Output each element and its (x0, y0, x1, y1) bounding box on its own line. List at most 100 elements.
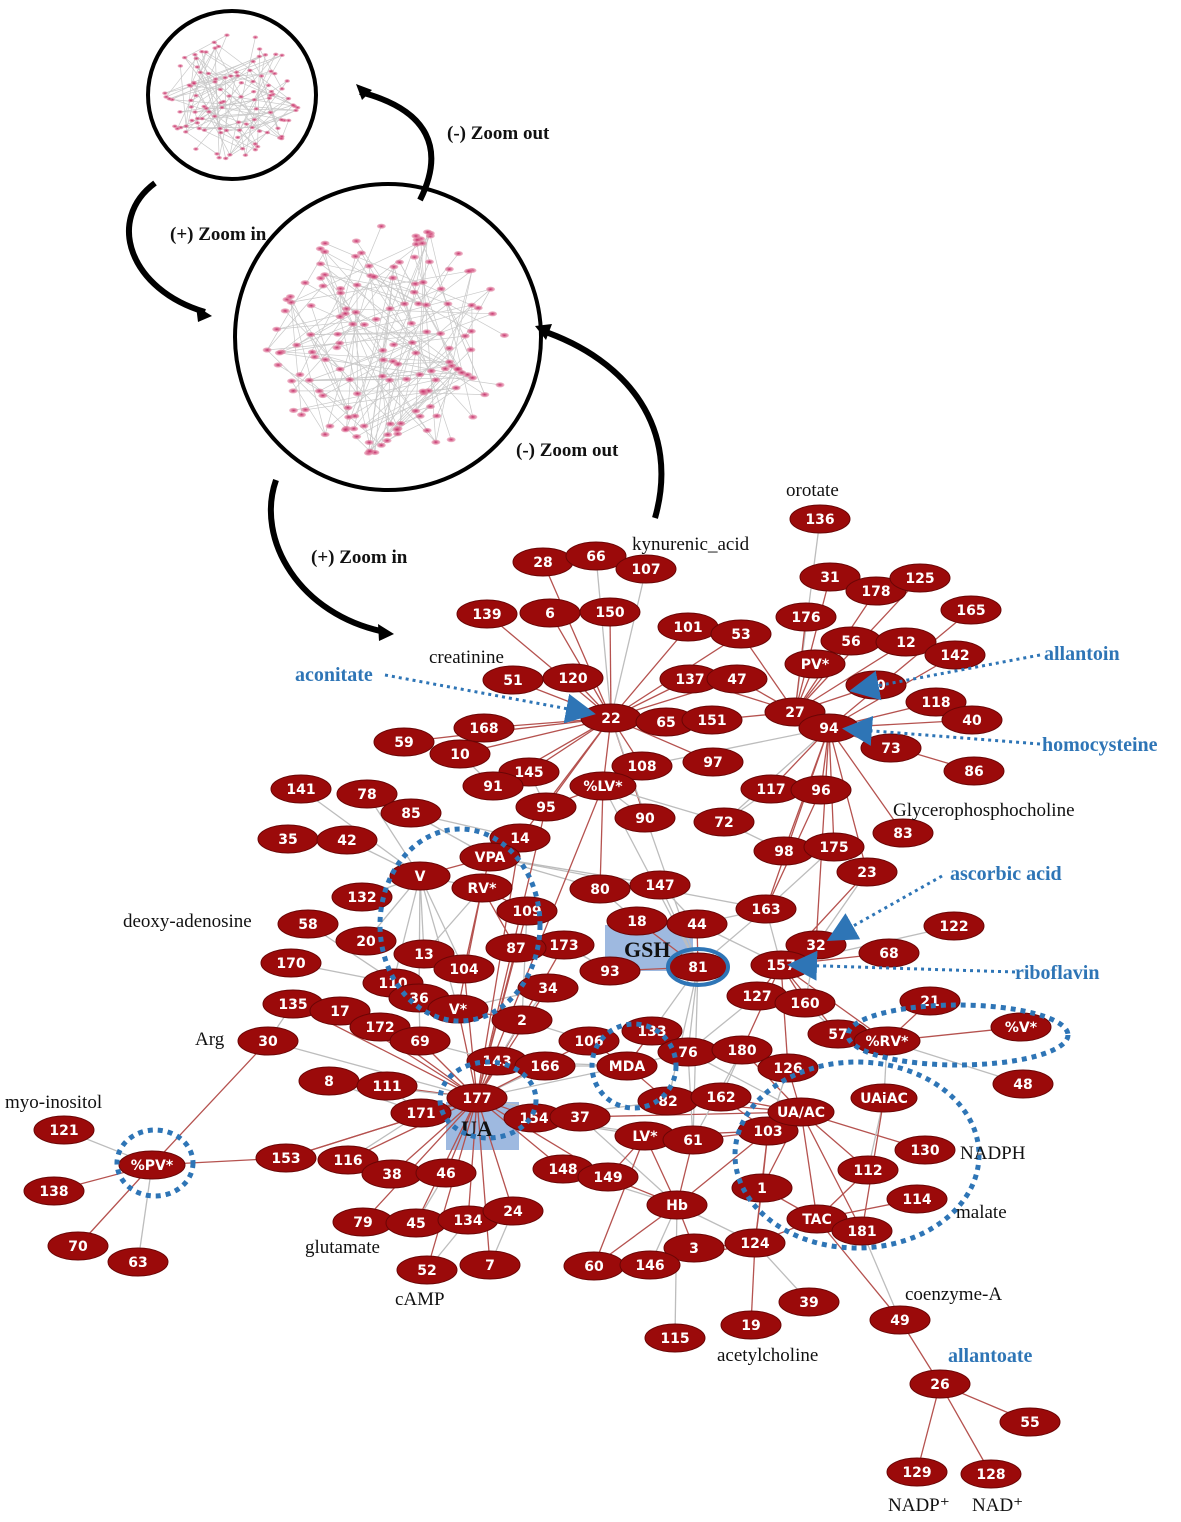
node-141[interactable]: 141 (271, 775, 331, 803)
node-72[interactable]: 72 (694, 808, 754, 836)
node-120[interactable]: 120 (543, 664, 603, 692)
node-101[interactable]: 101 (658, 613, 718, 641)
node-35[interactable]: 35 (258, 825, 318, 853)
node-73[interactable]: 73 (861, 734, 921, 762)
node-130[interactable]: 130 (895, 1136, 955, 1164)
node-80[interactable]: 80 (570, 875, 630, 903)
node-7[interactable]: 7 (460, 1251, 520, 1279)
node-46[interactable]: 46 (416, 1159, 476, 1187)
node-170[interactable]: 170 (261, 949, 321, 977)
node-96[interactable]: 96 (791, 776, 851, 804)
node-48[interactable]: 48 (993, 1070, 1053, 1098)
node-47[interactable]: 47 (707, 665, 767, 693)
node-79[interactable]: 79 (333, 1208, 393, 1236)
node-61[interactable]: 61 (663, 1126, 723, 1154)
node-8[interactable]: 8 (299, 1067, 359, 1095)
node-91[interactable]: 91 (463, 772, 523, 800)
node-70[interactable]: 70 (48, 1232, 108, 1260)
node-112[interactable]: 112 (838, 1156, 898, 1184)
node-153[interactable]: 153 (256, 1144, 316, 1172)
node-165[interactable]: 165 (941, 596, 1001, 624)
node-124[interactable]: 124 (725, 1229, 785, 1257)
node-157[interactable]: 157 (751, 951, 811, 979)
node-UA-AC[interactable]: UA/AC (768, 1098, 834, 1126)
node-136[interactable]: 136 (790, 505, 850, 533)
node-162[interactable]: 162 (691, 1083, 751, 1111)
node-28[interactable]: 28 (513, 548, 573, 576)
node-40[interactable]: 40 (942, 706, 1002, 734)
node-104[interactable]: 104 (434, 955, 494, 983)
node-85[interactable]: 85 (381, 799, 441, 827)
node-160[interactable]: 160 (775, 989, 835, 1017)
node-150[interactable]: 150 (580, 598, 640, 626)
node-19[interactable]: 19 (721, 1311, 781, 1339)
node-44[interactable]: 44 (667, 910, 727, 938)
node-142[interactable]: 142 (925, 641, 985, 669)
node-37[interactable]: 37 (550, 1103, 610, 1131)
node-76[interactable]: 76 (658, 1038, 718, 1066)
node-147[interactable]: 147 (630, 871, 690, 899)
node-139[interactable]: 139 (457, 600, 517, 628)
node-163[interactable]: 163 (736, 895, 796, 923)
node-42[interactable]: 42 (317, 826, 377, 854)
node-18[interactable]: 18 (607, 907, 667, 935)
node-52[interactable]: 52 (397, 1256, 457, 1284)
node-60[interactable]: 60 (564, 1252, 624, 1280)
node-146[interactable]: 146 (620, 1251, 680, 1279)
node-97[interactable]: 97 (683, 748, 743, 776)
node-21[interactable]: 21 (900, 987, 960, 1015)
node-125[interactable]: 125 (890, 564, 950, 592)
node-86[interactable]: 86 (944, 757, 1004, 785)
node-81[interactable]: 81 (668, 953, 728, 981)
node-69[interactable]: 69 (390, 1027, 450, 1055)
node-V[interactable]: V (390, 862, 450, 890)
node-90[interactable]: 90 (615, 804, 675, 832)
node-20[interactable]: 20 (336, 927, 396, 955)
node-45[interactable]: 45 (386, 1209, 446, 1237)
node-111[interactable]: 111 (357, 1072, 417, 1100)
node-pctPVstar[interactable]: %PV* (119, 1151, 185, 1179)
node-128[interactable]: 128 (961, 1460, 1021, 1488)
node-30[interactable]: 30 (238, 1027, 298, 1055)
node-24[interactable]: 24 (483, 1197, 543, 1225)
node-51[interactable]: 51 (483, 666, 543, 694)
node-176[interactable]: 176 (776, 603, 836, 631)
node-50[interactable]: 50 (846, 671, 906, 699)
node-63[interactable]: 63 (108, 1248, 168, 1276)
node-PVstar[interactable]: PV* (785, 650, 845, 678)
node-RVstar[interactable]: RV* (452, 874, 512, 902)
node-59[interactable]: 59 (374, 728, 434, 756)
node-Hb[interactable]: Hb (647, 1191, 707, 1219)
node-115[interactable]: 115 (645, 1324, 705, 1352)
node-82[interactable]: 82 (638, 1087, 698, 1115)
node-23[interactable]: 23 (837, 858, 897, 886)
node-MDA[interactable]: MDA (597, 1052, 657, 1080)
node-2[interactable]: 2 (492, 1006, 552, 1034)
node-114[interactable]: 114 (887, 1185, 947, 1213)
node-38[interactable]: 38 (362, 1160, 422, 1188)
node-107[interactable]: 107 (616, 555, 676, 583)
node-10[interactable]: 10 (430, 740, 490, 768)
node-121[interactable]: 121 (34, 1116, 94, 1144)
node-151[interactable]: 151 (682, 706, 742, 734)
node-181[interactable]: 181 (832, 1217, 892, 1245)
node-175[interactable]: 175 (804, 833, 864, 861)
node-UAiAC[interactable]: UAiAC (851, 1084, 917, 1112)
node-VPA[interactable]: VPA (460, 843, 520, 871)
node-49[interactable]: 49 (870, 1306, 930, 1334)
node-138[interactable]: 138 (24, 1177, 84, 1205)
node-95[interactable]: 95 (516, 793, 576, 821)
node-53[interactable]: 53 (711, 620, 771, 648)
node-177[interactable]: 177 (447, 1084, 507, 1112)
node-122[interactable]: 122 (924, 912, 984, 940)
node-26[interactable]: 26 (910, 1370, 970, 1398)
node-129[interactable]: 129 (887, 1458, 947, 1486)
node-34[interactable]: 34 (518, 974, 578, 1002)
node-pctLVstar[interactable]: %LV* (570, 772, 636, 800)
node-6[interactable]: 6 (520, 599, 580, 627)
node-56[interactable]: 56 (821, 627, 881, 655)
node-22[interactable]: 22 (581, 704, 641, 732)
node-149[interactable]: 149 (578, 1163, 638, 1191)
node-168[interactable]: 168 (454, 714, 514, 742)
node-83[interactable]: 83 (873, 819, 933, 847)
